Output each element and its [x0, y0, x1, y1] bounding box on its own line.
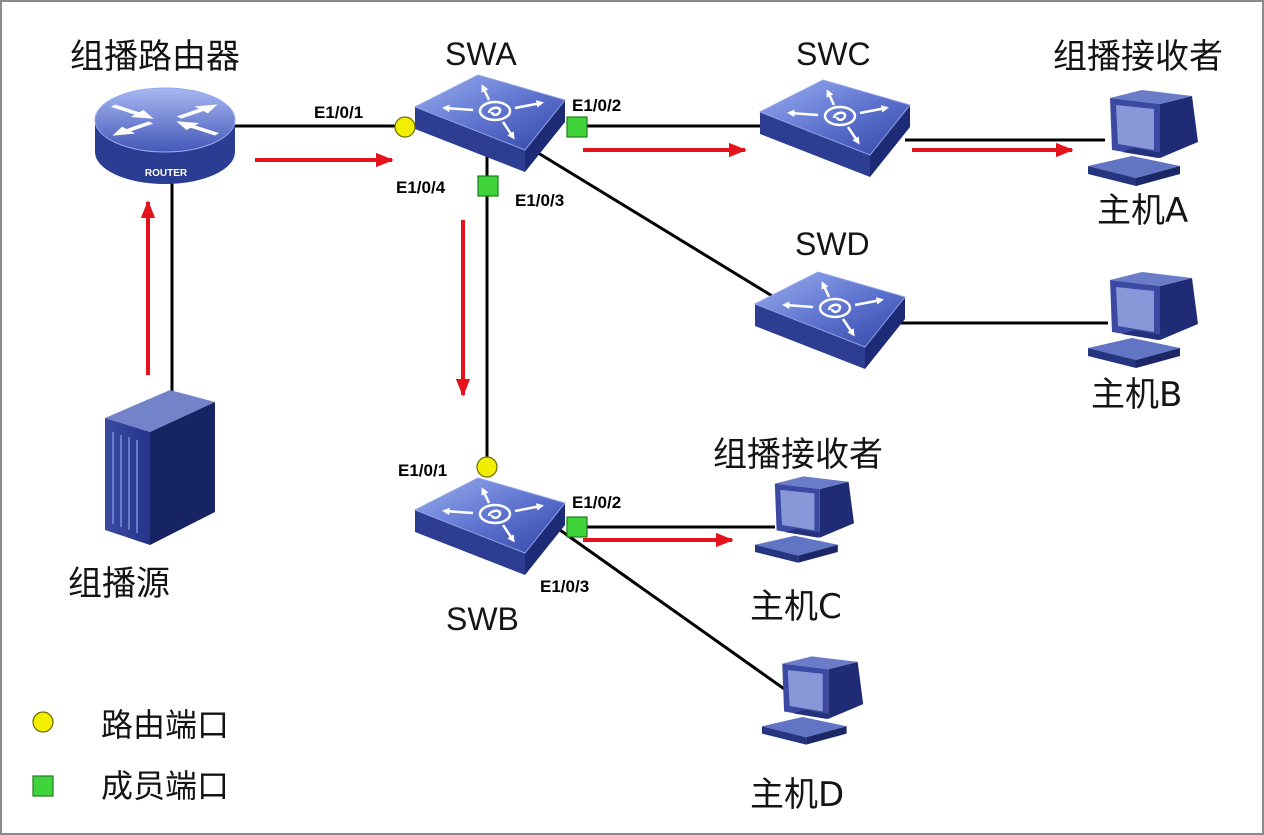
swd-label: SWD [795, 226, 870, 262]
yellow-circle-icon [476, 456, 498, 478]
swb-port-label: E1/0/3 [540, 577, 589, 596]
swb-port-label: E1/0/2 [572, 493, 621, 512]
router-icon: ROUTER [94, 87, 236, 184]
link-swb-host-d [559, 528, 791, 695]
swa-port-label: E1/0/4 [396, 178, 446, 197]
host-d-label: 主机D [750, 775, 844, 815]
green-square-icon [566, 116, 588, 138]
legend-item-label: 路由端口 [101, 706, 229, 744]
host-c-group-label: 组播接收者 [713, 435, 883, 475]
router-top [94, 87, 236, 153]
yellow-circle-icon [32, 711, 54, 733]
router-glyph-icon [110, 104, 220, 136]
multicast-flows [140, 142, 1074, 548]
link-swa-swd [529, 146, 783, 304]
server-grille [112, 432, 138, 533]
green-square-icon [32, 775, 54, 797]
router-badge: ROUTER [145, 168, 188, 179]
legend: 路由端口 成员端口 [32, 706, 229, 805]
host-a-label: 主机A [1097, 191, 1188, 231]
legend-item-label: 成员端口 [101, 767, 229, 805]
swa-label: SWA [445, 36, 517, 72]
swa-port-label: E1/0/1 [314, 103, 363, 122]
green-square-icon [477, 175, 499, 197]
green-square-icon [566, 516, 588, 538]
host-c-label: 主机C [750, 587, 842, 627]
host-a-group-label: 组播接收者 [1053, 37, 1223, 77]
router-label: 组播路由器 [70, 37, 240, 77]
server-front [105, 418, 150, 545]
swb-label: SWB [446, 601, 519, 637]
swa-port-label: E1/0/2 [572, 96, 621, 115]
server-icon [105, 390, 215, 545]
source-label: 组播源 [68, 564, 170, 604]
swa-port-label: E1/0/3 [515, 191, 564, 210]
swc-label: SWC [796, 36, 871, 72]
swb-port-label: E1/0/1 [398, 461, 447, 480]
host-b-label: 主机B [1091, 375, 1182, 415]
links [170, 124, 1108, 695]
server-top [105, 390, 215, 432]
server-side [150, 402, 215, 545]
yellow-circle-icon [394, 116, 416, 138]
